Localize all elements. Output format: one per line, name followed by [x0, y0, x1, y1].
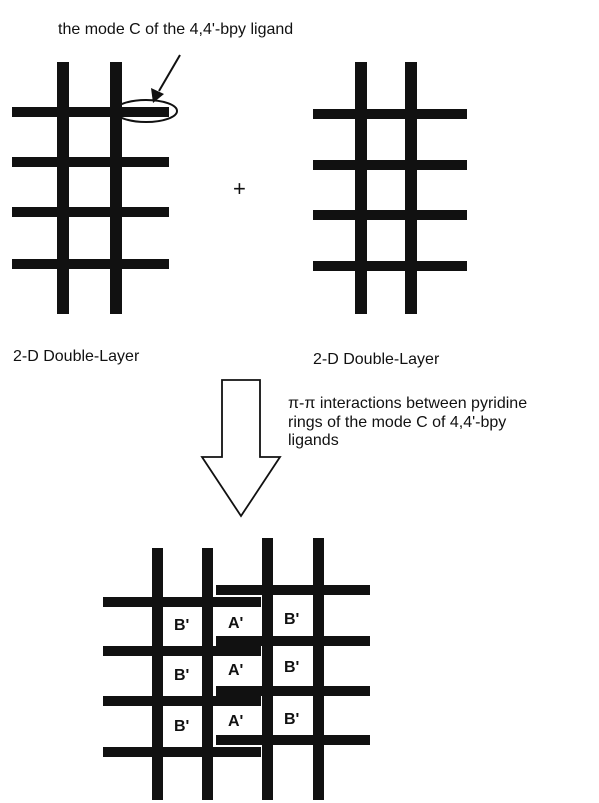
- annotation-arrow: [151, 54, 181, 103]
- cell-label-b-right-2: B': [284, 659, 299, 676]
- right-layer-label: 2-D Double-Layer: [313, 351, 440, 368]
- combined-grid-left-layer: [103, 548, 261, 800]
- process-note-line-3: ligands: [288, 432, 339, 449]
- cell-label-b-left-2: B': [174, 667, 189, 684]
- combined-grid-right-layer: [216, 538, 370, 800]
- cell-label-a-2: A': [228, 662, 243, 679]
- cell-label-b-left-3: B': [174, 718, 189, 735]
- cell-label-b-left-1: B': [174, 617, 189, 634]
- cell-label-b-right-3: B': [284, 711, 299, 728]
- cell-label-a-3: A': [228, 713, 243, 730]
- cell-label-a-1: A': [228, 615, 243, 632]
- cell-label-b-right-1: B': [284, 611, 299, 628]
- plus-sign: +: [233, 176, 246, 201]
- process-note-line-2: rings of the mode C of 4,4'-bpy: [288, 414, 506, 431]
- left-layer-label: 2-D Double-Layer: [13, 348, 140, 365]
- process-note-line-1: π-π interactions between pyridine: [288, 395, 527, 412]
- left-double-layer-grid: [12, 62, 169, 314]
- annotation-text: the mode C of the 4,4'-bpy ligand: [58, 21, 293, 38]
- process-down-arrow: [200, 379, 282, 518]
- right-double-layer-grid: [313, 62, 467, 314]
